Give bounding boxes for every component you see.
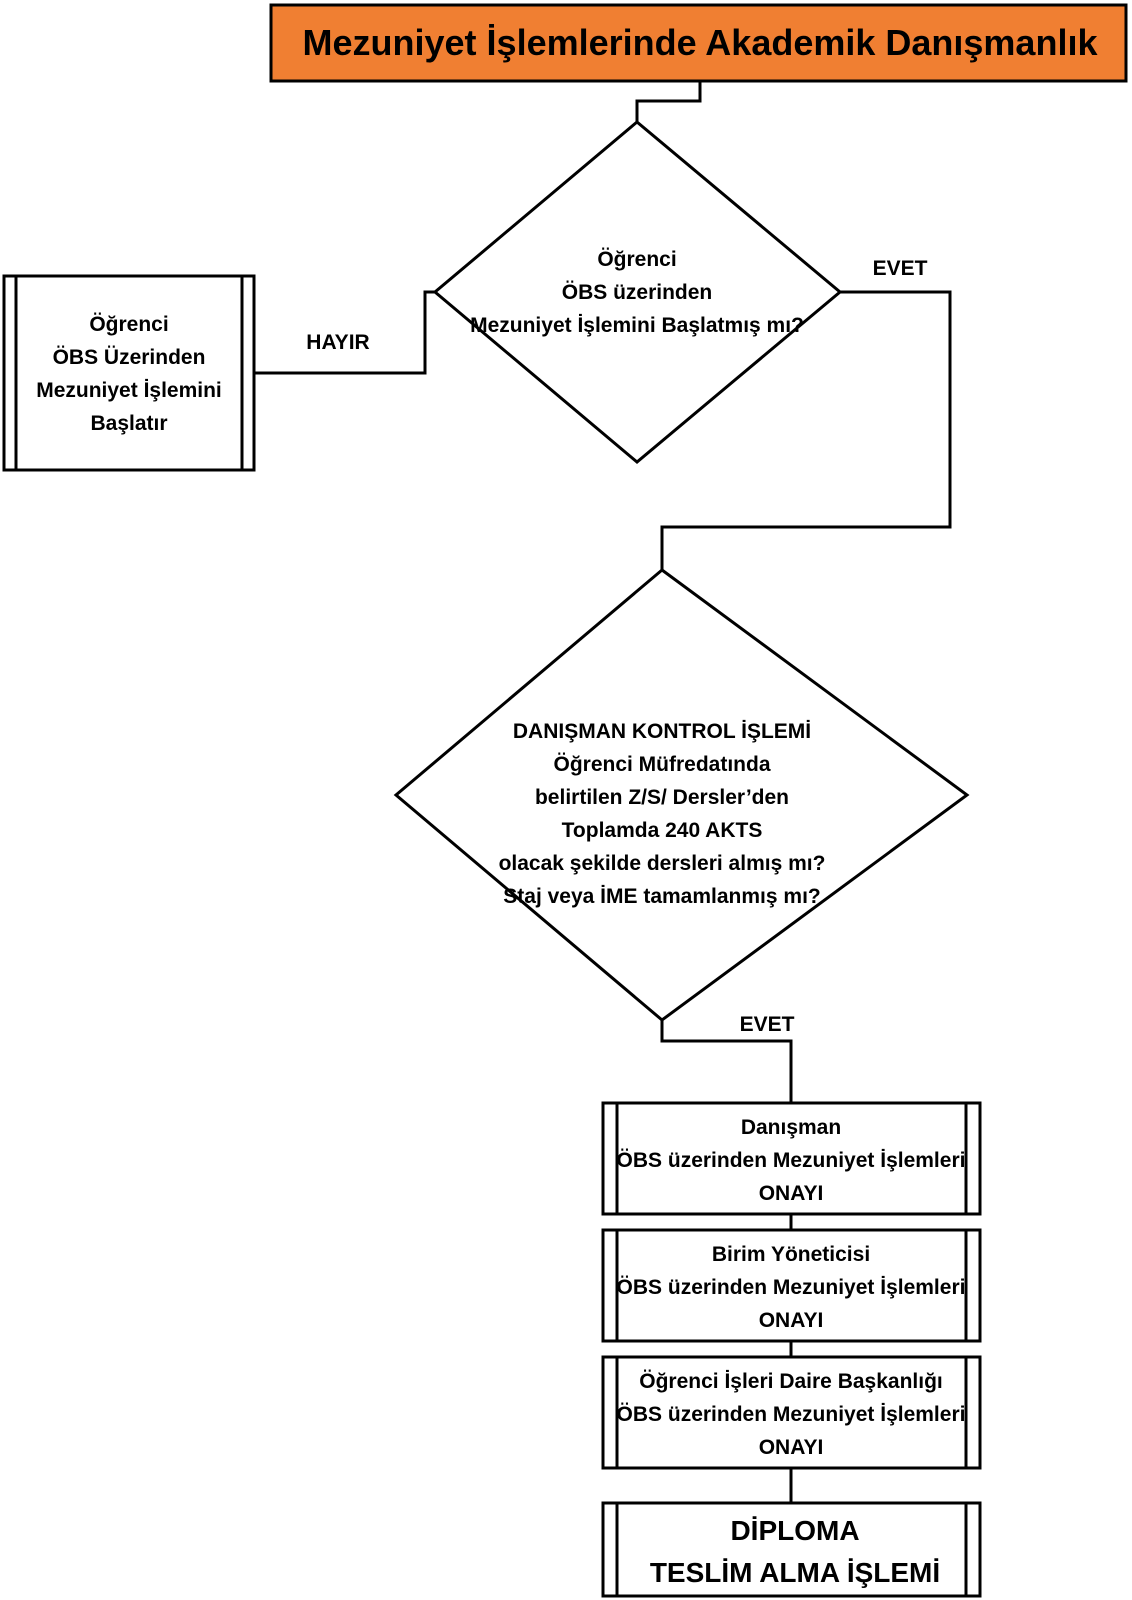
- diploma-line: TESLİM ALMA İŞLEMİ: [650, 1557, 940, 1588]
- registrar-approval-line: ÖBS üzerinden Mezuniyet İşlemleri: [617, 1403, 966, 1426]
- connector-yes-branch: [660, 290, 952, 570]
- edge-label-yes-2: EVET: [740, 1013, 795, 1036]
- advisor-approval-line: ÖBS üzerinden Mezuniyet İşlemleri: [617, 1149, 966, 1172]
- diagram-title: Mezuniyet İşlemlerinde Akademik Danışman…: [303, 22, 1099, 63]
- edge-label-no: HAYIR: [306, 331, 369, 354]
- title-box: [269, 3, 1128, 83]
- edge-label-yes-1: EVET: [873, 257, 928, 280]
- decision2-line: belirtilen Z/S/ Dersler’den: [535, 786, 789, 809]
- decision1-line: Mezuniyet İşlemini Başlatmış mı?: [470, 314, 804, 337]
- student-start-line: Öğrenci: [89, 313, 168, 336]
- student-start-line: ÖBS Üzerinden: [53, 346, 206, 369]
- connector-title-to-decision1: [635, 81, 702, 122]
- process-student-starts: [2, 274, 256, 472]
- process-unit-manager-approval: [601, 1228, 982, 1343]
- decision2-line: DANIŞMAN KONTROL İŞLEMİ: [513, 720, 811, 743]
- diploma-line: DİPLOMA: [730, 1515, 859, 1546]
- process-advisor-approval: [601, 1101, 982, 1216]
- student-start-line: Mezuniyet İşlemini: [36, 379, 222, 402]
- process-diploma-delivery: [601, 1501, 982, 1598]
- decision2-line: Öğrenci Müfredatında: [553, 753, 770, 776]
- unit-approval-line: Birim Yöneticisi: [712, 1243, 870, 1266]
- decision1-line: ÖBS üzerinden: [562, 281, 713, 304]
- decision2-line: Toplamda 240 AKTS: [562, 819, 763, 842]
- decision-advisor-control-text: DANIŞMAN KONTROL İŞLEMİ Öğrenci Müfredatı…: [499, 720, 826, 908]
- registrar-approval-line: ONAYI: [759, 1436, 824, 1459]
- decision2-line: Staj veya İME tamamlanmış mı?: [503, 885, 820, 908]
- connector-no-branch: [254, 290, 435, 375]
- advisor-approval-line: ONAYI: [759, 1182, 824, 1205]
- decision-advisor-control: [393, 568, 970, 1022]
- unit-approval-line: ONAYI: [759, 1309, 824, 1332]
- process-diploma-delivery-text: DİPLOMA TESLİM ALMA İŞLEMİ: [650, 1515, 940, 1588]
- connector-decision2-to-advisor: [660, 1020, 793, 1103]
- decision2-line: olacak şekilde dersleri almış mı?: [499, 852, 826, 875]
- process-registrar-approval: [601, 1355, 982, 1470]
- decision1-line: Öğrenci: [597, 248, 676, 271]
- student-start-line: Başlatır: [90, 412, 167, 435]
- unit-approval-line: ÖBS üzerinden Mezuniyet İşlemleri: [617, 1276, 966, 1299]
- decision-student-started: [432, 120, 843, 464]
- registrar-approval-line: Öğrenci İşleri Daire Başkanlığı: [639, 1370, 942, 1393]
- advisor-approval-line: Danışman: [741, 1116, 841, 1139]
